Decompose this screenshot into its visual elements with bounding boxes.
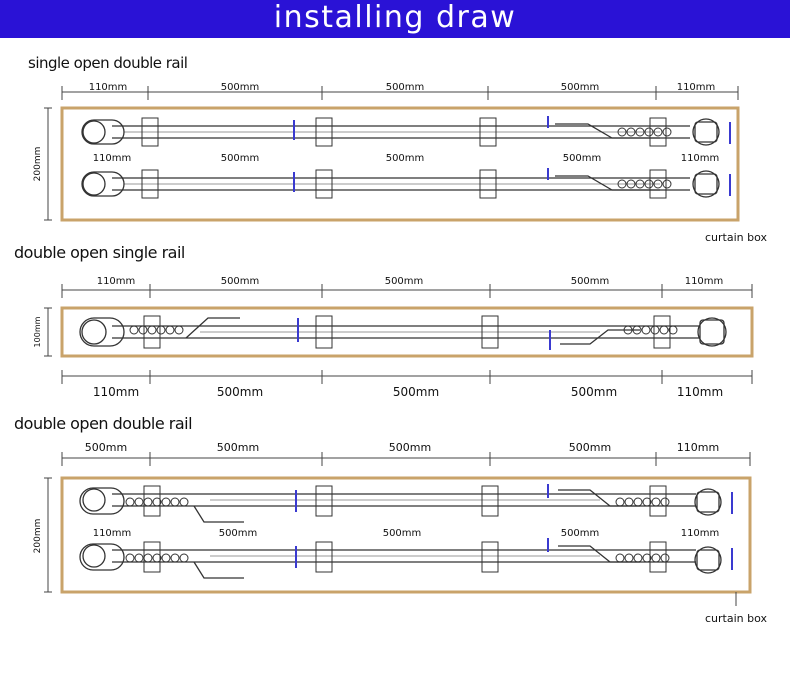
header-banner: installing draw xyxy=(0,0,790,38)
bracket xyxy=(143,485,667,517)
rail-track xyxy=(79,317,727,347)
dimension-label: 500mm xyxy=(219,528,258,539)
dimension-label: 500mm xyxy=(221,276,260,287)
dimension-label: 110mm xyxy=(93,528,132,539)
dimension-label: 500mm xyxy=(217,385,263,399)
dimension-label: 500mm xyxy=(385,276,424,287)
dimension-label: 500mm xyxy=(393,385,439,399)
diagram-single-open-double-rail: 110mm 500mm 500mm 500mm 110mm 110mm 500m… xyxy=(33,82,740,222)
section-title-double-open-double-rail: double open double rail xyxy=(14,414,193,433)
bracket xyxy=(143,315,671,349)
dimension-label: 500mm xyxy=(563,153,602,164)
dimension-label: 500mm xyxy=(85,441,127,454)
dimension-label: 500mm xyxy=(561,528,600,539)
curtain-box-label: curtain box xyxy=(705,231,768,244)
dimension-label: 110mm xyxy=(97,276,136,287)
rail-track xyxy=(81,170,720,198)
top-dimension-line xyxy=(61,284,753,298)
curtain-box-label: curtain box xyxy=(705,612,768,625)
dimension-label: 110mm xyxy=(677,385,723,399)
curtain-box xyxy=(60,106,740,222)
dimension-label: 110mm xyxy=(89,82,128,93)
dimension-label: 500mm xyxy=(383,528,422,539)
dimension-label: 110mm xyxy=(677,441,719,454)
dimension-label: 110mm xyxy=(681,528,720,539)
diagram-double-open-single-rail: 110mm 500mm 500mm 500mm 110mm 110mm 500m… xyxy=(33,276,754,399)
top-dimension-line xyxy=(61,452,751,466)
rail-track xyxy=(81,118,720,146)
dimension-label: 500mm xyxy=(571,385,617,399)
bracket xyxy=(141,169,667,199)
dimension-label: 500mm xyxy=(386,153,425,164)
dimension-label: 200mm xyxy=(33,147,43,182)
bracket xyxy=(143,541,667,573)
dimension-label: 500mm xyxy=(561,82,600,93)
dimension-label: 500mm xyxy=(221,153,260,164)
dimension-label: 500mm xyxy=(217,441,259,454)
section-title-double-open-single-rail: double open single rail xyxy=(14,243,185,262)
page-title: installing draw xyxy=(273,0,517,35)
dimension-label: 110mm xyxy=(677,82,716,93)
dimension-label: 100mm xyxy=(33,316,42,347)
curtain-box xyxy=(60,476,752,594)
dimension-label: 110mm xyxy=(685,276,724,287)
section-title-single-open-double-rail: single open double rail xyxy=(28,54,188,72)
bracket xyxy=(141,117,667,147)
curtain-box xyxy=(60,306,754,358)
dimension-label: 500mm xyxy=(389,441,431,454)
dimension-label: 110mm xyxy=(681,153,720,164)
dimension-label: 500mm xyxy=(571,276,610,287)
dimension-label: 500mm xyxy=(569,441,611,454)
bottom-dimension-line xyxy=(61,370,753,384)
rail-track xyxy=(79,487,722,523)
top-dimension-line xyxy=(61,86,739,100)
dimension-label: 110mm xyxy=(93,153,132,164)
diagram-double-open-double-rail: 500mm 500mm 500mm 500mm 110mm 110mm 500m… xyxy=(33,441,752,606)
dimension-label: 110mm xyxy=(93,385,139,399)
dimension-label: 500mm xyxy=(221,82,260,93)
dimension-label: 500mm xyxy=(386,82,425,93)
dimension-label: 200mm xyxy=(33,519,43,554)
rail-track xyxy=(79,543,722,579)
